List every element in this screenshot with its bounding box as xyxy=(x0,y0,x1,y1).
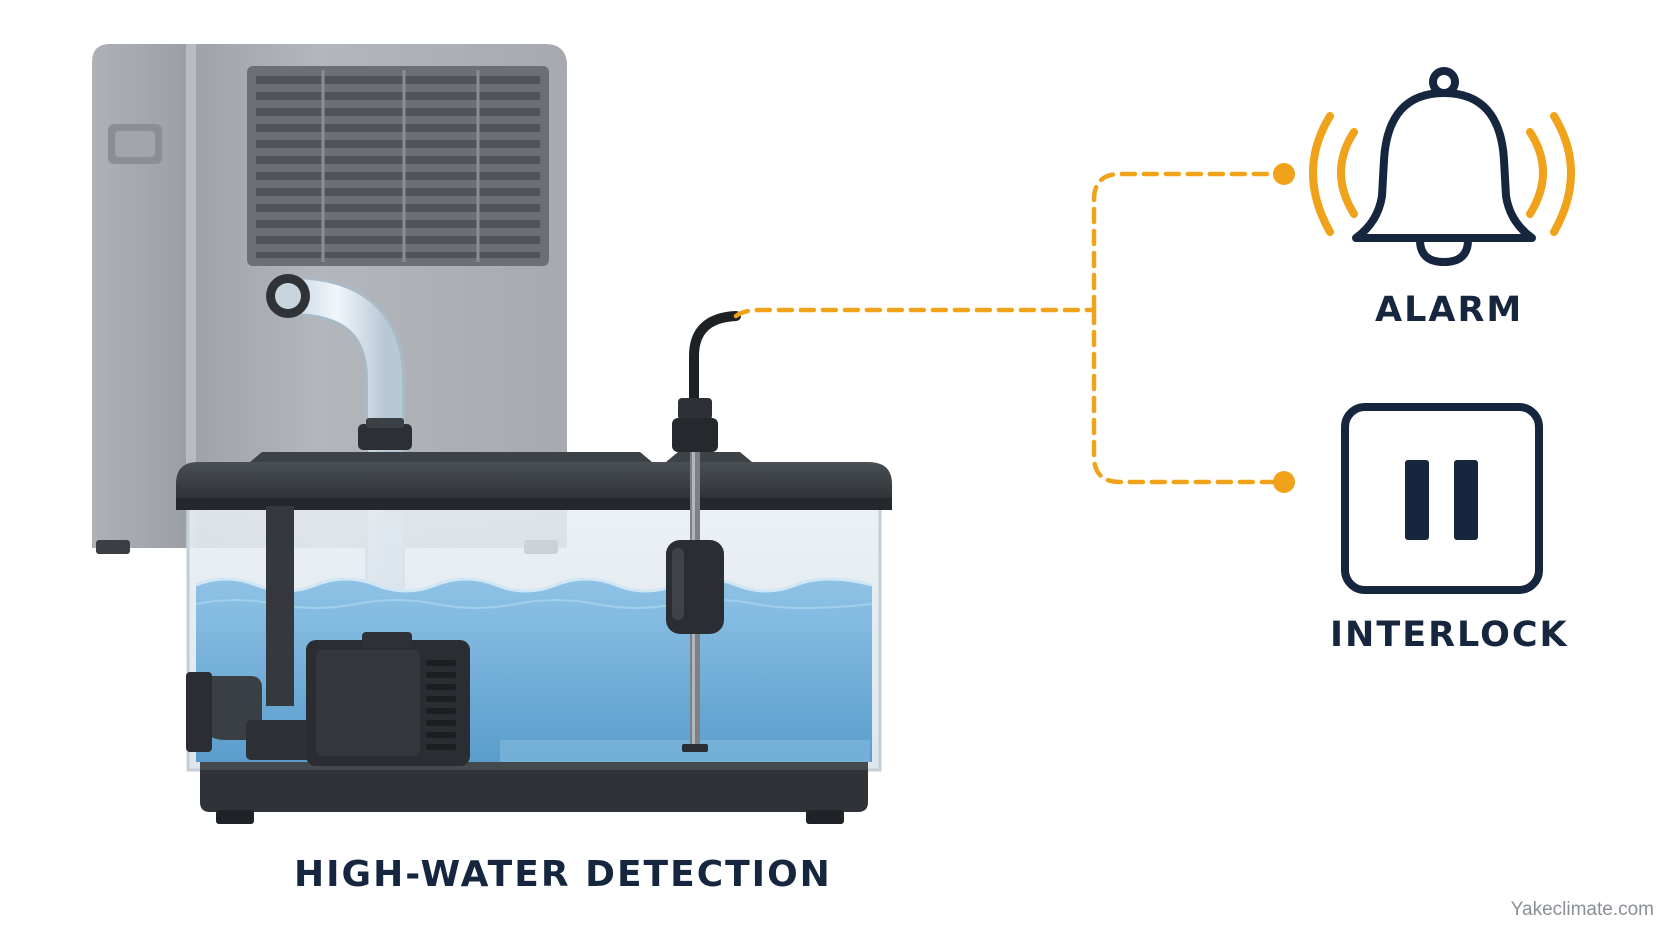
dehumidifier-icon xyxy=(92,44,567,554)
grille-slats xyxy=(256,76,540,258)
condensate-pump-icon xyxy=(306,632,470,766)
alarm-label: ALARM xyxy=(1375,290,1524,330)
alarm-connection-dot xyxy=(1273,163,1295,185)
interlock-connection-dot xyxy=(1273,471,1295,493)
signal-lines xyxy=(733,171,1285,485)
float-switch-icon xyxy=(666,311,741,752)
sensor-signal-line xyxy=(733,307,1097,319)
interlock-label: INTERLOCK xyxy=(1330,615,1569,655)
condensate-reservoir-icon xyxy=(176,418,892,824)
watermark-text: Yakeclimate.com xyxy=(1510,899,1654,920)
bell-icon xyxy=(1309,67,1575,266)
alarm-signal-line xyxy=(1091,171,1285,313)
detection-label: HIGH-WATER DETECTION xyxy=(294,854,832,895)
drain-hose xyxy=(266,274,405,650)
interlock-signal-line xyxy=(1091,307,1285,485)
pause-icon xyxy=(1341,403,1543,594)
